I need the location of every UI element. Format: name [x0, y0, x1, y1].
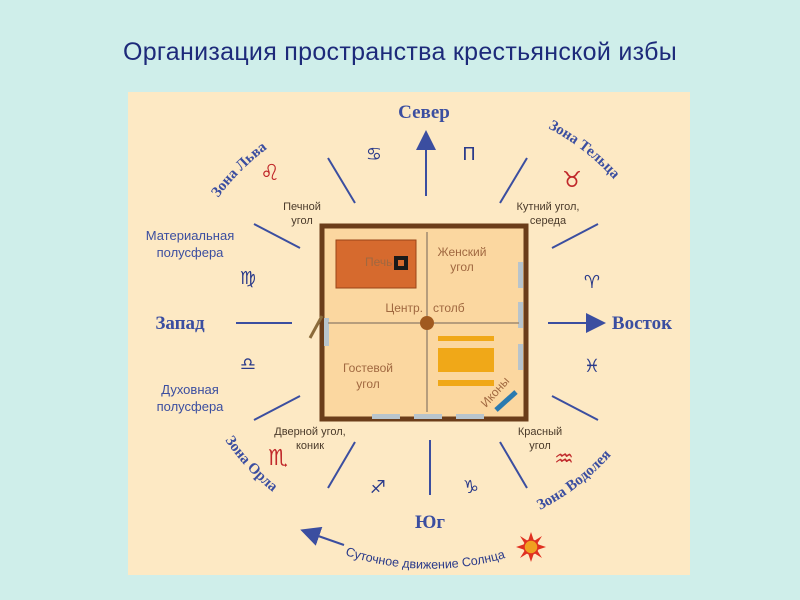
door-corner-line1: Дверной угол,: [274, 426, 345, 438]
guest-corner-line1: Гостевой: [343, 361, 393, 375]
female-corner-line2: угол: [450, 260, 474, 274]
stove-corner-line2: угол: [291, 215, 313, 227]
spiritual-hemisphere-line1: Духовная: [161, 382, 219, 397]
kut-corner-line2: середа: [530, 215, 567, 227]
capricorn-icon: ♑: [463, 477, 479, 498]
red-corner-line2: угол: [529, 440, 551, 452]
virgo-icon: ♍: [240, 268, 256, 289]
material-hemisphere-line2: полусфера: [157, 245, 225, 260]
guest-corner-line2: угол: [356, 377, 380, 391]
kut-corner-line1: Кутний угол,: [517, 201, 580, 213]
page-title: Организация пространства крестьянской из…: [122, 38, 678, 66]
libra-icon: ♎: [240, 354, 256, 375]
red-corner-line1: Красный: [518, 426, 562, 438]
sagittarius-icon: ♐: [370, 477, 386, 498]
stove-label: Печь: [365, 255, 392, 269]
direction-west: Запад: [155, 313, 205, 334]
sun-motion-arrow: [300, 526, 345, 546]
scorpio-icon: ♏: [268, 446, 288, 471]
sun-motion-label: Суточное движение Солнца: [344, 545, 506, 572]
radial-lines: [236, 157, 599, 495]
direction-east: Восток: [612, 313, 672, 334]
cancer-icon: ♋: [366, 144, 382, 165]
zone-aquarius: Зона Водолея: [534, 447, 614, 514]
door-corner-line2: коник: [296, 440, 324, 452]
pisces-icon: ♓: [584, 356, 600, 377]
stove-corner-line1: Печной: [283, 201, 321, 213]
spiritual-hemisphere-line2: полусфера: [157, 399, 225, 414]
direction-south: Юг: [415, 512, 445, 533]
direction-north: Север: [398, 102, 450, 123]
zone-taurus: Зона Тельца: [546, 117, 623, 182]
taurus-icon: ♉: [562, 168, 582, 193]
aries-icon: ♈: [584, 272, 600, 293]
gemini-icon: Π: [462, 144, 476, 165]
leo-icon: ♌: [260, 161, 280, 186]
material-hemisphere-line1: Материальная: [146, 228, 235, 243]
female-corner-line1: Женский: [438, 245, 487, 259]
sun-icon: [516, 532, 546, 562]
izba-floorplan: [308, 223, 529, 422]
center-pillar-label: Центр. столб: [385, 301, 464, 315]
aquarius-icon: ♒: [554, 447, 574, 472]
